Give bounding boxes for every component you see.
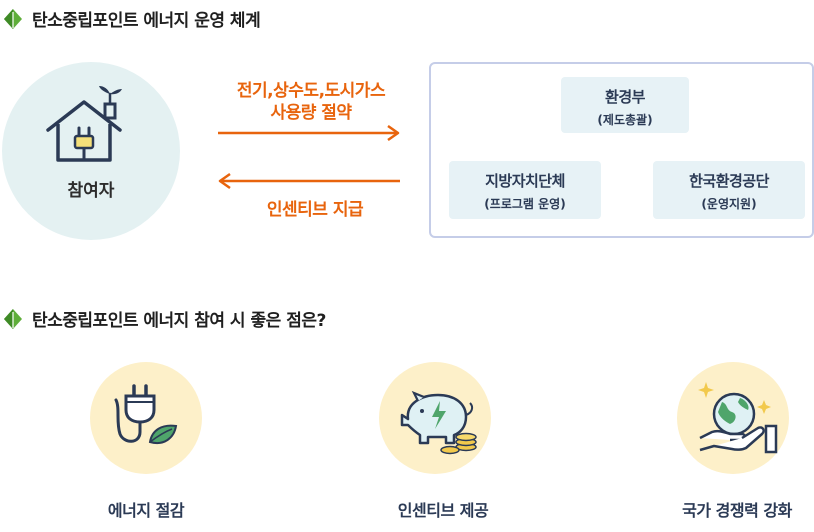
agency-box-keco: 한국환경공단 (운영지원) (653, 161, 805, 219)
participant-label: 참여자 (67, 181, 115, 201)
piggy-bank-icon (400, 390, 477, 455)
saving-flow-line1: 전기,상수도,도시가스 (236, 81, 386, 101)
benefit-label: 인센티브 제공 (397, 501, 489, 520)
agency-role: (프로그램 운영) (484, 197, 566, 211)
agency-box-local-gov: 지방자치단체 (프로그램 운영) (449, 161, 601, 219)
section-title: 탄소중립포인트 에너지 참여 시 좋은 점은? (32, 311, 326, 331)
agency-name: 지방자치단체 (485, 172, 565, 190)
leaf-bullet-icon (4, 8, 22, 29)
agency-box-ministry: 환경부 (제도총괄) (561, 77, 689, 133)
benefit-label: 국가 경쟁력 강화 (682, 501, 792, 520)
agency-role: (운영지원) (701, 197, 757, 211)
saving-flow-line2: 사용량 절약 (270, 103, 352, 123)
left-arrow-icon (218, 172, 400, 190)
globe-hand-icon (698, 382, 778, 454)
agency-role: (제도총괄) (597, 113, 653, 127)
right-arrow-icon (218, 124, 400, 142)
section-header-benefits: 탄소중립포인트 에너지 참여 시 좋은 점은? (2, 306, 326, 331)
plug-leaf-icon (114, 384, 178, 444)
section-title: 탄소중립포인트 에너지 운영 체계 (32, 11, 261, 31)
benefit-label: 에너지 절감 (107, 501, 185, 520)
agency-name: 환경부 (605, 88, 645, 106)
saving-flow-label: 전기,상수도,도시가스 사용량 절약 (206, 80, 416, 124)
section-header-operation: 탄소중립포인트 에너지 운영 체계 (2, 6, 261, 31)
participant-circle (2, 62, 180, 240)
house-plug-icon (46, 86, 122, 162)
leaf-bullet-icon (4, 308, 22, 329)
agency-name: 한국환경공단 (689, 172, 769, 190)
incentive-flow-label: 인센티브 지급 (266, 200, 364, 220)
